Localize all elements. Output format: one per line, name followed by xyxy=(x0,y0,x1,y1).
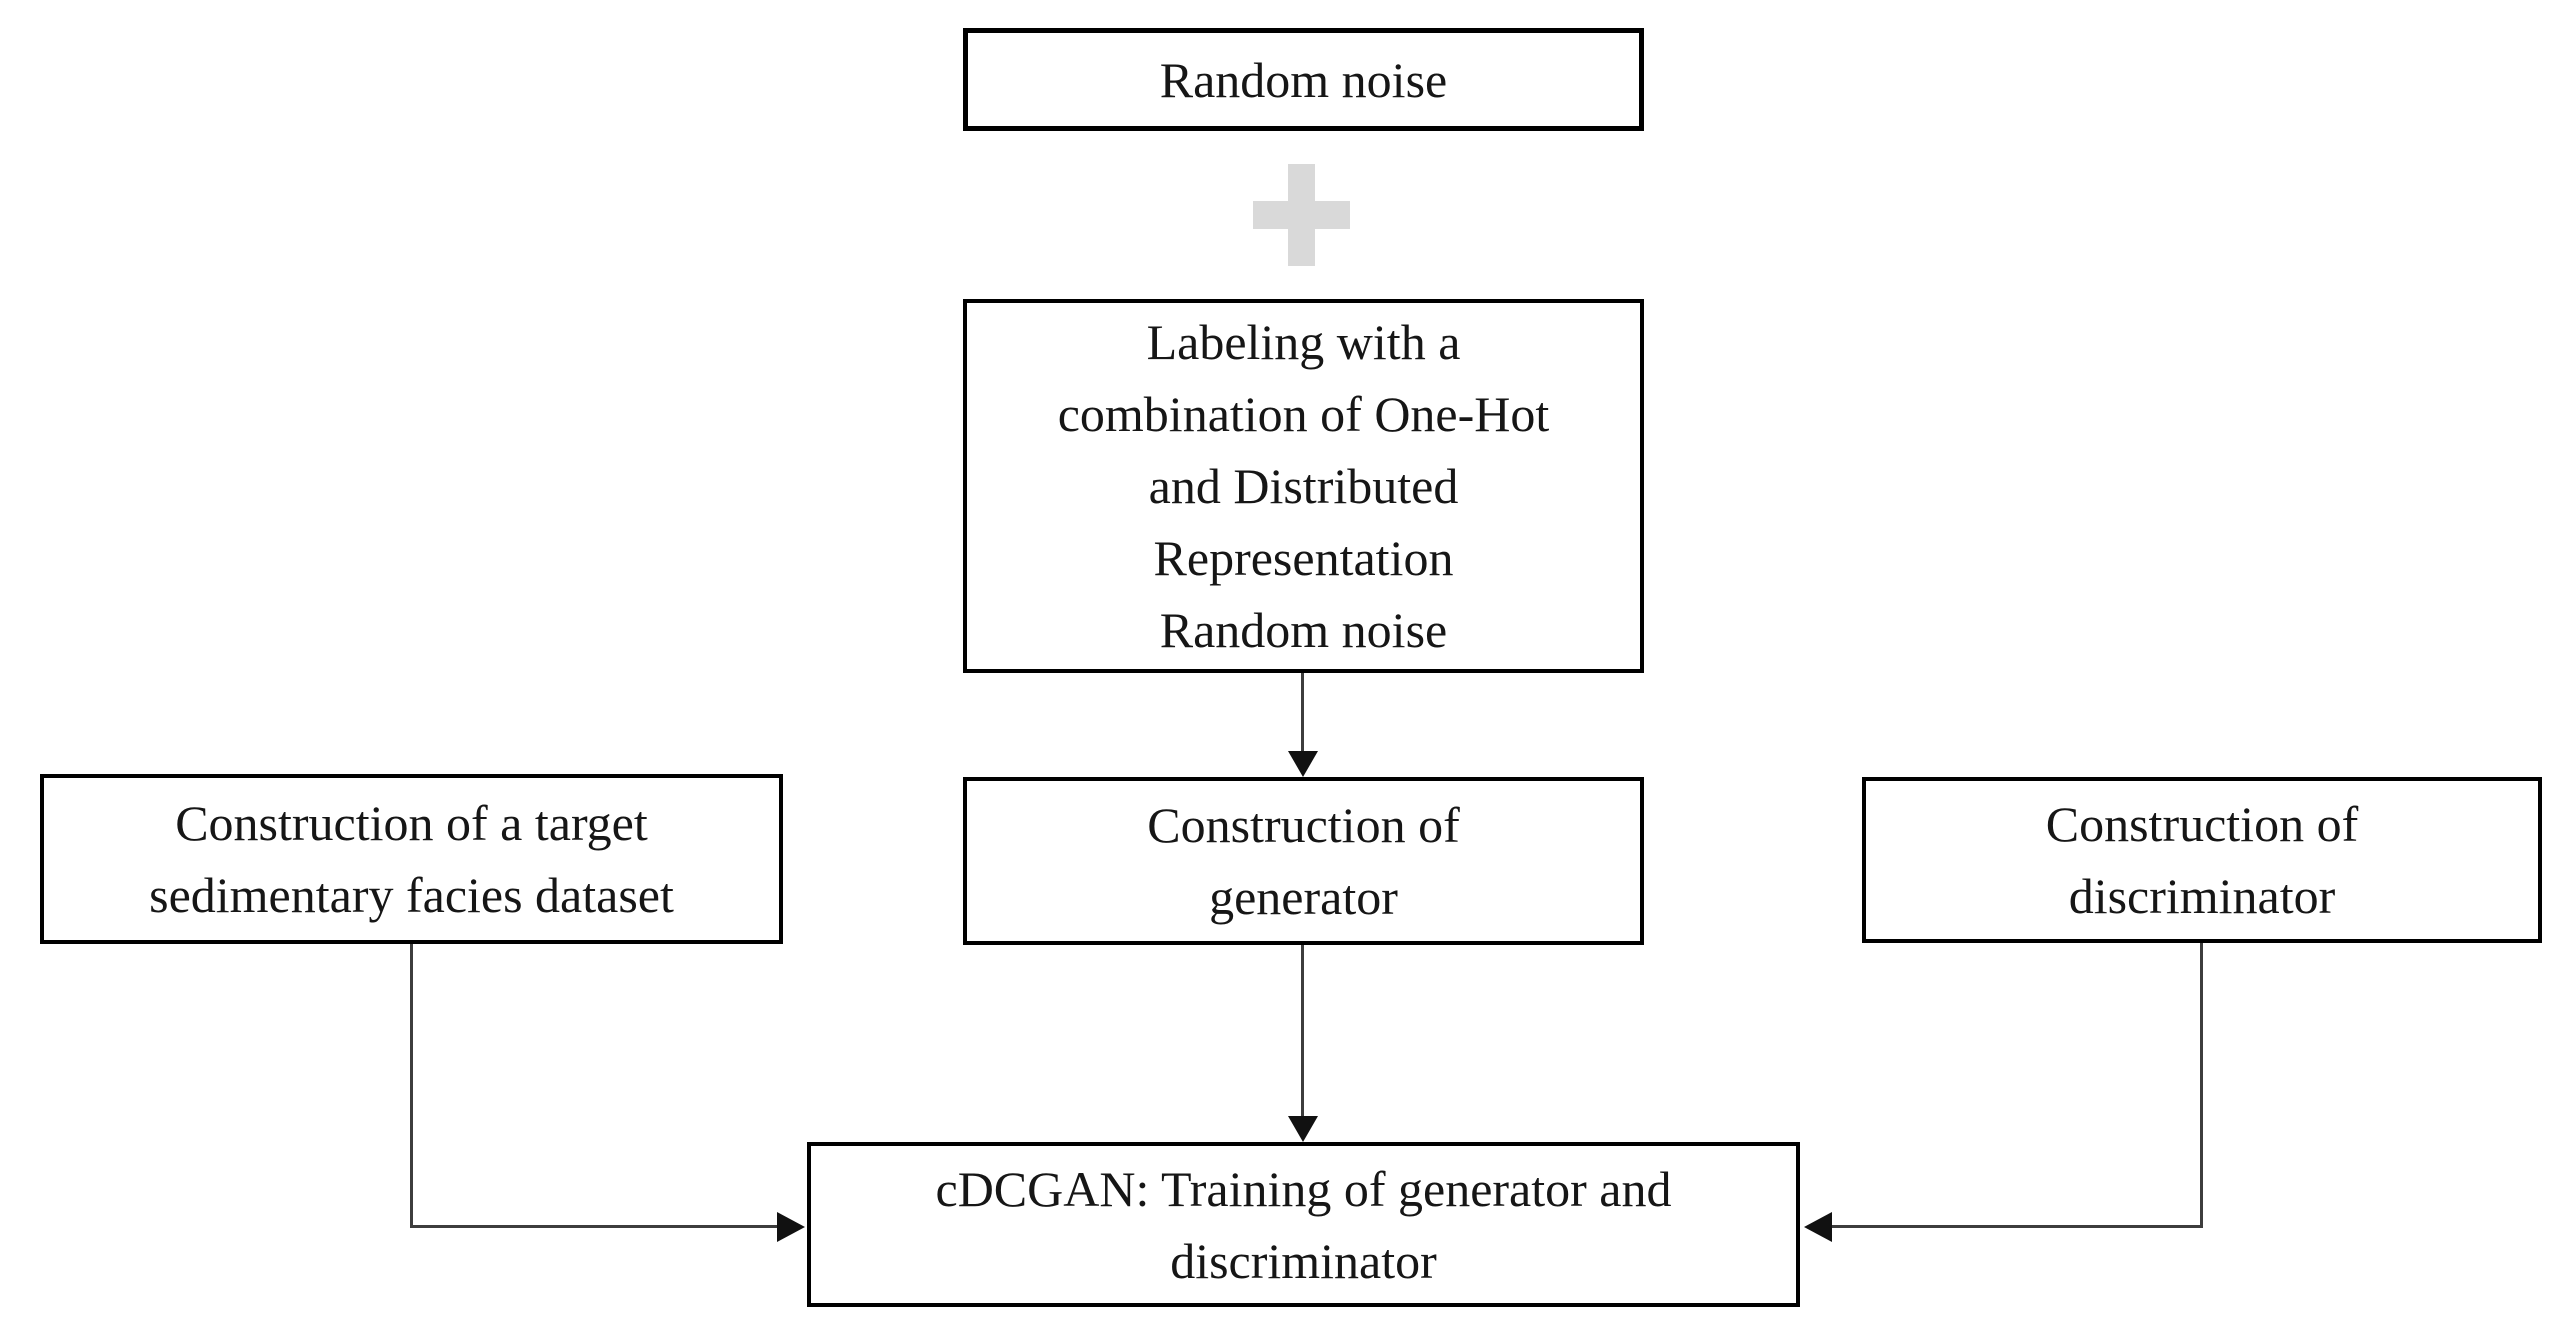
node-dataset: Construction of a target sedimentary fac… xyxy=(40,774,783,944)
plus-icon xyxy=(1253,164,1350,266)
arrowhead-down-icon xyxy=(1288,751,1318,777)
connector-generator-to-cdcgan xyxy=(1301,945,1304,1117)
connector-discriminator-down xyxy=(2200,943,2203,1228)
node-cdcgan-label: cDCGAN: Training of generator and discri… xyxy=(935,1160,1672,1289)
connector-dataset-across xyxy=(410,1225,779,1228)
connector-discriminator-across xyxy=(1832,1225,2203,1228)
node-generator: Construction of generator xyxy=(963,777,1644,945)
node-generator-label: Construction of generator xyxy=(1147,797,1460,925)
arrowhead-right-icon xyxy=(777,1212,805,1242)
node-discriminator-label: Construction of discriminator xyxy=(2045,796,2359,924)
node-cdcgan: cDCGAN: Training of generator and discri… xyxy=(807,1142,1800,1307)
node-labeling: Labeling with a combination of One-Hot a… xyxy=(963,299,1644,673)
plus-icon-horizontal-bar xyxy=(1253,201,1350,229)
node-random-noise-label: Random noise xyxy=(1159,51,1448,108)
node-discriminator: Construction of discriminator xyxy=(1862,777,2542,943)
node-dataset-label: Construction of a target sedimentary fac… xyxy=(149,795,674,923)
node-random-noise: Random noise xyxy=(963,28,1644,131)
arrowhead-down-icon xyxy=(1288,1116,1318,1142)
connector-dataset-down xyxy=(410,944,413,1228)
node-labeling-label: Labeling with a combination of One-Hot a… xyxy=(1057,314,1550,658)
connector-labeling-to-generator xyxy=(1301,673,1304,753)
arrowhead-left-icon xyxy=(1804,1212,1832,1242)
